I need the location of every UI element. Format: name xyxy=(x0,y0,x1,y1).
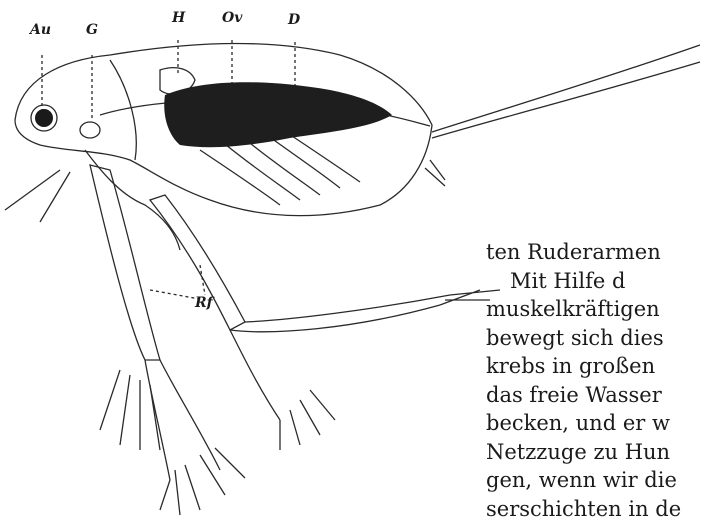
head-line xyxy=(110,60,136,160)
text-line: das freie Wasser xyxy=(486,381,721,410)
tail-spine xyxy=(432,45,700,132)
label-g: G xyxy=(86,22,98,38)
label-au: Au xyxy=(30,22,51,38)
eye xyxy=(35,109,53,127)
label-rf: Rf xyxy=(195,295,213,311)
text-line: gen, wenn wir die xyxy=(486,466,721,495)
antenna-base xyxy=(85,150,180,250)
label-ov: Ov xyxy=(222,10,242,26)
text-line: muskelkräftigen xyxy=(486,295,721,324)
antenna-arm-1 xyxy=(90,165,160,360)
text-line: Netzzuge zu Hun xyxy=(486,438,721,467)
label-d: D xyxy=(288,12,300,28)
text-line: ten Ruderarmen xyxy=(486,238,721,267)
text-line: bewegt sich dies xyxy=(486,324,721,353)
text-line: serschichten in de xyxy=(486,495,721,524)
ganglion xyxy=(80,122,100,138)
label-h: H xyxy=(172,10,185,26)
ovary-mass xyxy=(164,82,392,147)
text-line: krebs in großen xyxy=(486,352,721,381)
text-line: Mit Hilfe d xyxy=(486,267,721,296)
text-line: becken, und er w xyxy=(486,409,721,438)
body-text: ten Ruderarmen Mit Hilfe d muskelkräftig… xyxy=(486,238,721,523)
